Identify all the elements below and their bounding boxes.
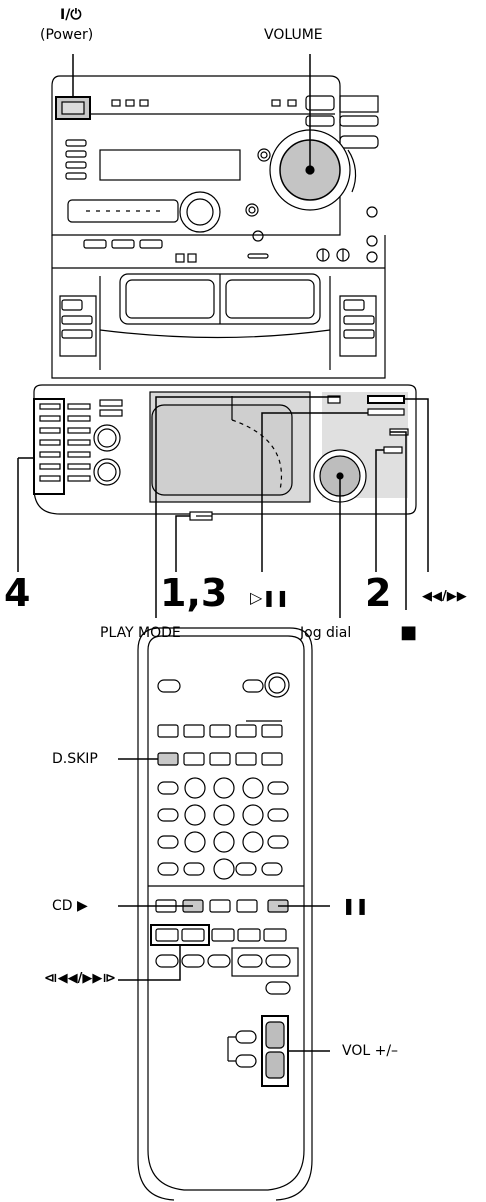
jog-dial-label: Jog dial — [300, 625, 352, 641]
volume-label: VOLUME — [264, 27, 323, 43]
stop-label: ■ — [400, 622, 418, 643]
skip-label: ⧏◀◀/▶▶⧐ — [44, 971, 116, 986]
pause-label: ❚❚ — [342, 896, 369, 915]
main-unit — [51, 75, 386, 379]
step-4-label: 4 — [4, 571, 31, 615]
cd-panel — [33, 384, 417, 521]
power-label: (Power) — [40, 27, 94, 43]
disc-buttons[interactable] — [33, 398, 65, 495]
d-skip-label: D.SKIP — [52, 751, 98, 767]
cd-play-label: CD ▶ — [52, 898, 88, 914]
d-skip-button[interactable] — [157, 752, 179, 766]
step-1-3-label: 1,3 — [160, 571, 228, 615]
rew-ff-label: ◀◀/▶▶ — [422, 589, 467, 604]
vol-label: VOL +/– — [342, 1043, 399, 1059]
step-2-label: 2 — [365, 571, 392, 615]
remote-control — [137, 627, 313, 1201]
power-symbol-label: I/⏻ — [60, 7, 82, 23]
play-pause-label: ▷❚❚ — [250, 588, 290, 607]
play-mode-label: PLAY MODE — [100, 625, 181, 641]
